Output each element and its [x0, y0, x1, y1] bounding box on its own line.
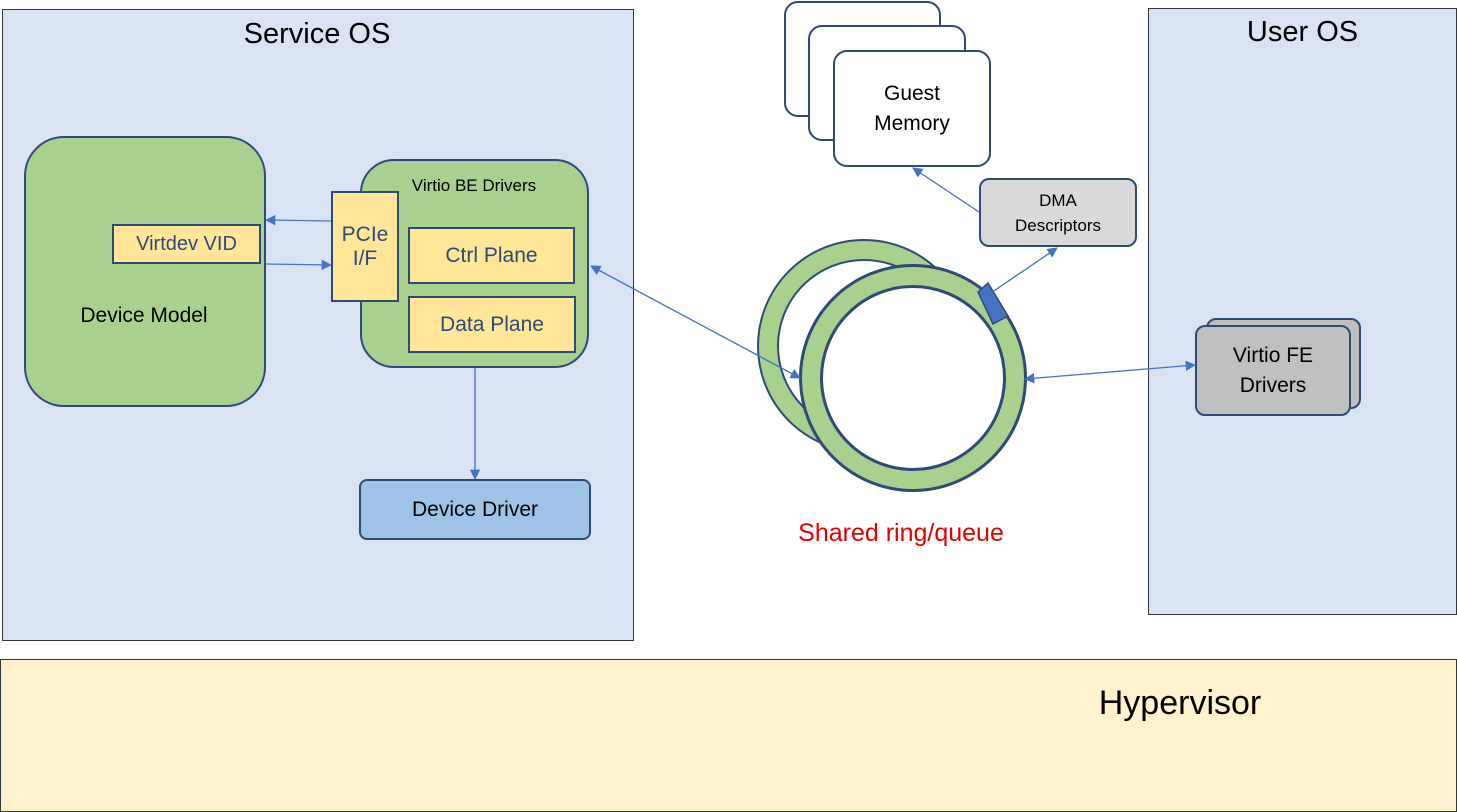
hypervisor-label: Hypervisor [1098, 684, 1262, 722]
arrow-dma-to-memory [912, 167, 980, 213]
guest-memory-card-front: Guest Memory [833, 50, 991, 167]
device-driver-box: Device Driver [359, 479, 591, 540]
virtio-fe-drivers-front: Virtio FE Drivers [1195, 325, 1351, 416]
device-driver-label: Device Driver [411, 497, 539, 521]
service-os-title: Service OS [243, 18, 391, 50]
user-os-region [1148, 8, 1457, 615]
data-plane-label: Data Plane [440, 312, 544, 336]
virtdev-vid-box: Virtdev VID [112, 224, 261, 264]
pcie-label-line1: PCIe [341, 222, 389, 246]
dma-line1: DMA [1039, 190, 1077, 210]
arrow-pcie-to-virtdev [264, 214, 332, 226]
user-os-title: User OS [1246, 16, 1359, 48]
shared-ring-front [799, 264, 1027, 492]
arrow-device-model-to-pcie [265, 259, 333, 271]
pcie-if-box: PCIe I/F [331, 191, 399, 302]
guest-memory-line1: Guest [883, 81, 941, 105]
arrow-ring-fe [1023, 360, 1197, 384]
device-model-box [24, 136, 266, 407]
arrow-ring-to-dma [984, 247, 1058, 298]
virtio-be-drivers-title: Virtio BE Drivers [411, 176, 537, 195]
arrow-be-ring [590, 265, 801, 379]
dma-descriptors-box: DMA Descriptors [979, 178, 1137, 247]
pcie-label-line2: I/F [352, 246, 378, 270]
ctrl-plane-label: Ctrl Plane [445, 243, 538, 267]
hypervisor-region [0, 659, 1457, 812]
dma-line2: Descriptors [1015, 215, 1101, 235]
virtdev-vid-label: Virtdev VID [136, 232, 237, 255]
shared-ring-label: Shared ring/queue [798, 519, 1004, 547]
guest-memory-line2: Memory [874, 111, 950, 135]
data-plane-box: Data Plane [408, 296, 576, 353]
ring-slot-marker [977, 281, 1010, 326]
device-model-label: Device Model [80, 304, 208, 327]
virtio-fe-line1: Virtio FE [1232, 343, 1314, 367]
ctrl-plane-box: Ctrl Plane [408, 227, 575, 284]
virtio-fe-line2: Drivers [1239, 373, 1307, 397]
